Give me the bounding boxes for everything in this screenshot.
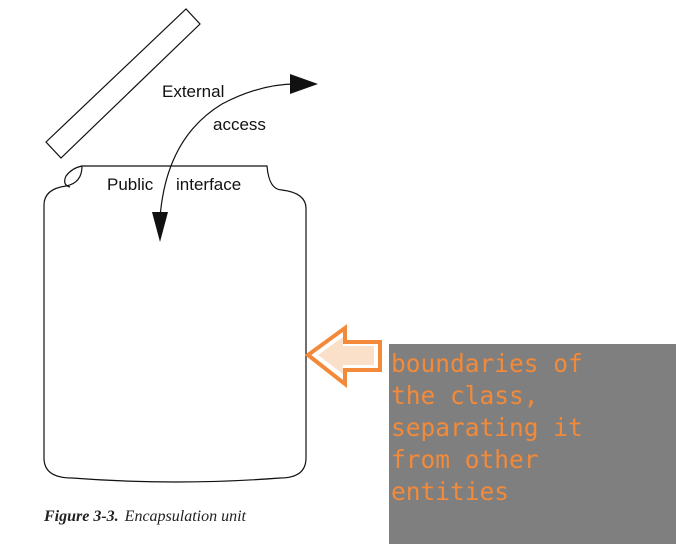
external-access-arrow — [159, 83, 297, 219]
label-external: External — [162, 82, 224, 101]
jar-body — [43, 165, 307, 483]
figure-title: Encapsulation unit — [124, 508, 246, 525]
figure-caption: Figure 3-3. Encapsulation unit — [44, 508, 246, 526]
annotation-text: boundaries of the class, separating it f… — [391, 349, 583, 506]
figure-number: Figure 3-3. — [44, 508, 119, 525]
label-interface: interface — [176, 175, 241, 194]
jar-neck-curl — [64, 165, 83, 188]
annotation-arrow-shadow — [318, 337, 374, 374]
annotation-note: boundaries of the class, separating it f… — [389, 344, 676, 544]
label-public: Public — [107, 175, 154, 194]
label-access: access — [213, 115, 266, 134]
incoming-arrowhead — [152, 212, 168, 242]
jar-lid — [45, 8, 201, 159]
outgoing-arrowhead — [290, 74, 318, 94]
